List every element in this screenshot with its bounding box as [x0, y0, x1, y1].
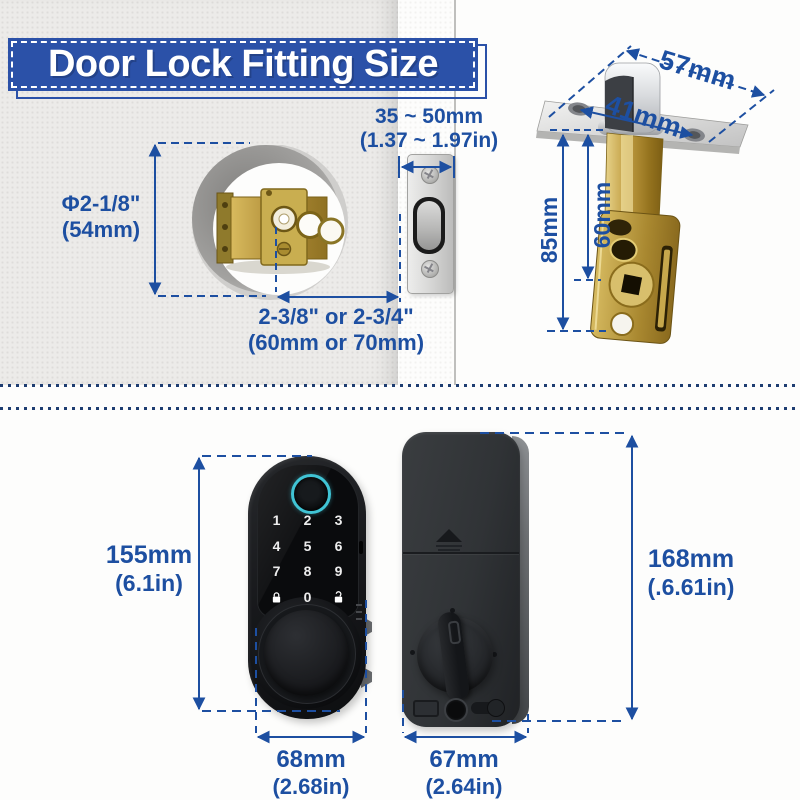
- front-lock-knob: [264, 610, 348, 696]
- faceplate-bolt: [417, 201, 441, 250]
- bore-dimension-label: Φ2-1/8" (54mm): [61, 191, 141, 242]
- front-unit-height-label: 155mm (6.1in): [105, 541, 193, 596]
- battery-cover-seam: [403, 552, 519, 554]
- front-unit-width-label: 68mm (2.68in): [272, 746, 350, 799]
- battery-cover-line-1: [436, 545, 462, 547]
- thumbturn-screw-right: [492, 652, 497, 657]
- bore-hole-photo: [192, 145, 348, 300]
- page-title: Door Lock Fitting Size: [47, 43, 439, 85]
- keypad-key-5: 5: [303, 537, 312, 554]
- thumbturn-screw-top: [450, 608, 455, 613]
- keypad-key-8: 8: [303, 563, 312, 580]
- door-thickness-label: 35 ~ 50mm (1.37 ~ 1.97in): [359, 105, 499, 152]
- fingerprint-sensor-icon: [291, 474, 331, 514]
- backset-dimension-label: 2-3/8" or 2-3/4" (60mm or 70mm): [247, 304, 425, 355]
- back-unit-width-label: 67mm (2.64in): [425, 746, 503, 799]
- back-lock-reset-button: [413, 700, 439, 717]
- faceplate-screw-bottom: [421, 260, 439, 278]
- back-lock-speaker-hole: [444, 698, 468, 722]
- front-lock-touch-panel: [257, 464, 359, 618]
- front-lock-keypad: 1 2 3 4 5 6 7 8 9 0: [261, 507, 354, 610]
- unlock-icon: [323, 584, 354, 610]
- back-lock-slider-knob: [487, 699, 505, 717]
- faceplate-screw-top: [421, 166, 439, 184]
- keypad-key-6: 6: [334, 537, 343, 554]
- keypad-key-1: 1: [272, 511, 281, 528]
- divider-dotted-bottom: [0, 407, 800, 410]
- thumbturn-screw-left: [410, 650, 415, 655]
- latch-bolt-photo: [536, 62, 749, 344]
- keypad-key-4: 4: [272, 537, 281, 554]
- latch-backset-length-label: 60mm: [588, 181, 615, 249]
- keypad-key-7: 7: [272, 563, 281, 580]
- latch-overall-length-label: 85mm: [535, 196, 562, 264]
- door-edge-shadow-line: [454, 0, 456, 385]
- divider-dotted-top: [0, 384, 800, 387]
- front-lock-side-dots: [356, 604, 362, 620]
- battery-cover-line-2: [438, 549, 460, 551]
- back-unit-height-label: 168mm (.6.61in): [647, 545, 735, 600]
- keypad-key-0: 0: [303, 589, 312, 606]
- lock-icon: [261, 584, 292, 610]
- keypad-key-2: 2: [303, 511, 312, 528]
- keypad-key-9: 9: [334, 563, 343, 580]
- keypad-key-3: 3: [334, 511, 343, 528]
- title-banner: Door Lock Fitting Size: [8, 38, 478, 91]
- front-lock-side-slot: [359, 541, 363, 554]
